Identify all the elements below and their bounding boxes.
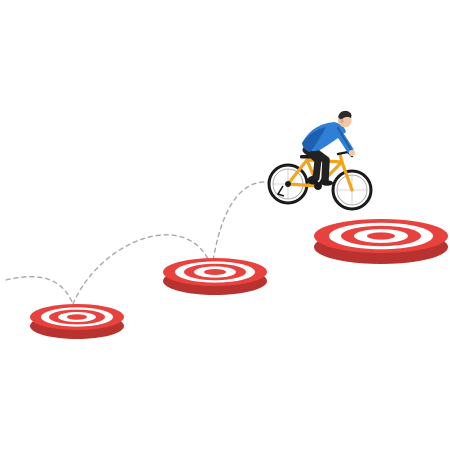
- person-icon: [302, 110, 356, 186]
- jump-path-icon: [5, 181, 269, 305]
- bicycle-icon: [267, 150, 373, 211]
- target-icon: [30, 304, 124, 339]
- target-icon: [163, 258, 267, 295]
- target-icon: [314, 219, 448, 264]
